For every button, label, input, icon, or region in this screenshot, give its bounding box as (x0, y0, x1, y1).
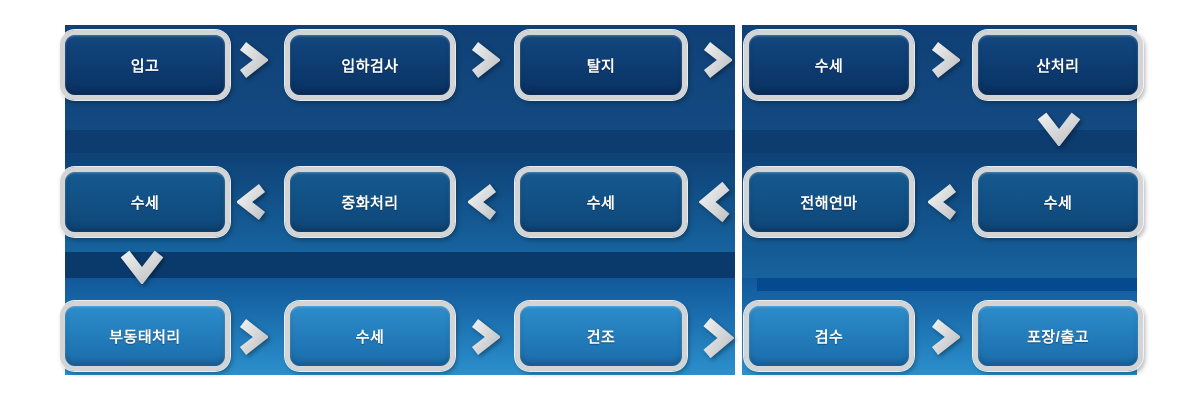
arrow-right-icon (468, 319, 502, 355)
arrow-left-icon (698, 181, 733, 223)
arrow-right-icon (700, 317, 735, 359)
step-acid-treatment: 산처리 (973, 30, 1143, 100)
arrow-right-icon (468, 42, 502, 78)
arrow-right-icon (928, 42, 962, 78)
band-separator-2 (65, 252, 735, 278)
step-neutralization: 중화처리 (285, 167, 455, 237)
arrow-left-icon (235, 184, 269, 220)
step-rinse-5: 수세 (285, 301, 455, 371)
band-inset-stripe (757, 278, 1137, 291)
band-separator-1 (65, 130, 735, 153)
arrow-right-icon (700, 42, 734, 78)
arrow-down-icon (120, 250, 164, 285)
step-receiving: 입고 (60, 30, 230, 100)
step-electropolishing: 전해연마 (744, 167, 914, 237)
step-packing-shipping: 포장/출고 (973, 301, 1143, 371)
arrow-right-icon (236, 42, 270, 78)
step-final-inspection: 검수 (744, 301, 914, 371)
step-passivation: 부동태처리 (60, 301, 230, 371)
step-rinse-2: 수세 (973, 167, 1143, 237)
step-degreasing: 탈지 (515, 30, 687, 100)
band-separator-1 (742, 130, 1137, 153)
step-rinse-1: 수세 (744, 30, 914, 100)
arrow-right-icon (236, 319, 270, 355)
arrow-right-icon (928, 319, 962, 355)
step-drying: 건조 (515, 301, 687, 371)
arrow-down-icon (1037, 112, 1081, 147)
step-rinse-4: 수세 (60, 167, 230, 237)
arrow-left-icon (466, 184, 500, 220)
arrow-left-icon (926, 184, 960, 220)
step-incoming-inspection: 입하검사 (285, 30, 455, 100)
step-rinse-3: 수세 (515, 167, 687, 237)
